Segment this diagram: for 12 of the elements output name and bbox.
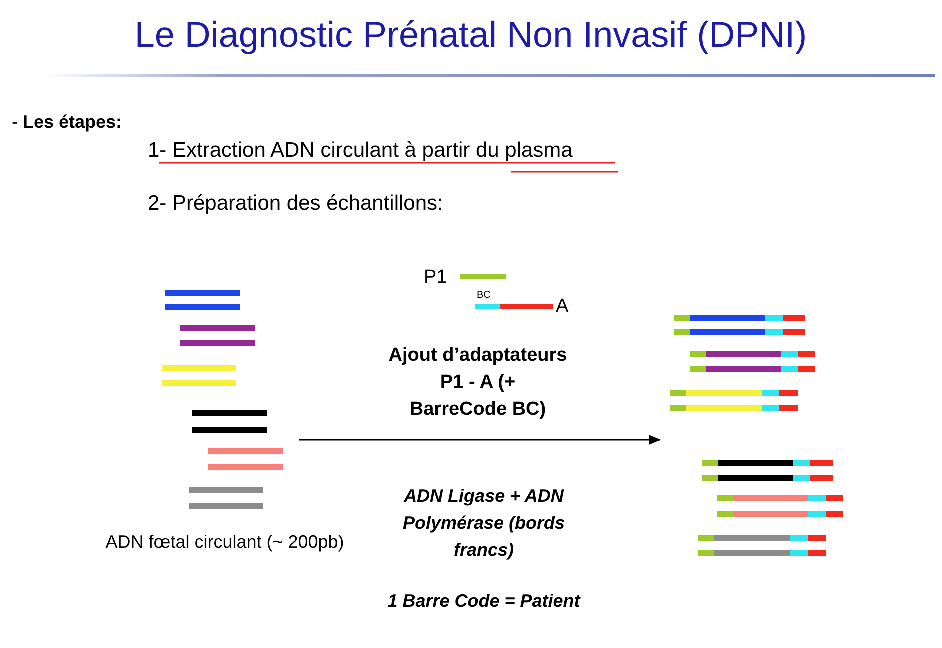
edge-label: Ajout d’adaptateurs P1 - A (+ BarreCode BC): [388, 344, 568, 422]
slide-title: Le Diagnostic Prénatal Non Invasif (DPNI): [134, 14, 808, 56]
step-text: 2- Préparation des échantillons:: [148, 192, 444, 216]
note-text: 1 Barre Code = Patient: [386, 591, 582, 612]
barcode-label: BC: [477, 290, 491, 301]
caption-text: ADN fœtal circulant (~ 200pb): [105, 531, 345, 554]
arrow: [299, 435, 661, 445]
enzyme-note: ADN Ligase + ADN Polymérase (bords francs): [402, 485, 566, 562]
adapter-label: A: [556, 296, 569, 318]
adapter-label: P1: [424, 267, 448, 289]
step-text: 1- Extraction ADN circulant à partir du plasma: [148, 139, 573, 163]
section-heading: - Les étapes:: [12, 112, 122, 133]
